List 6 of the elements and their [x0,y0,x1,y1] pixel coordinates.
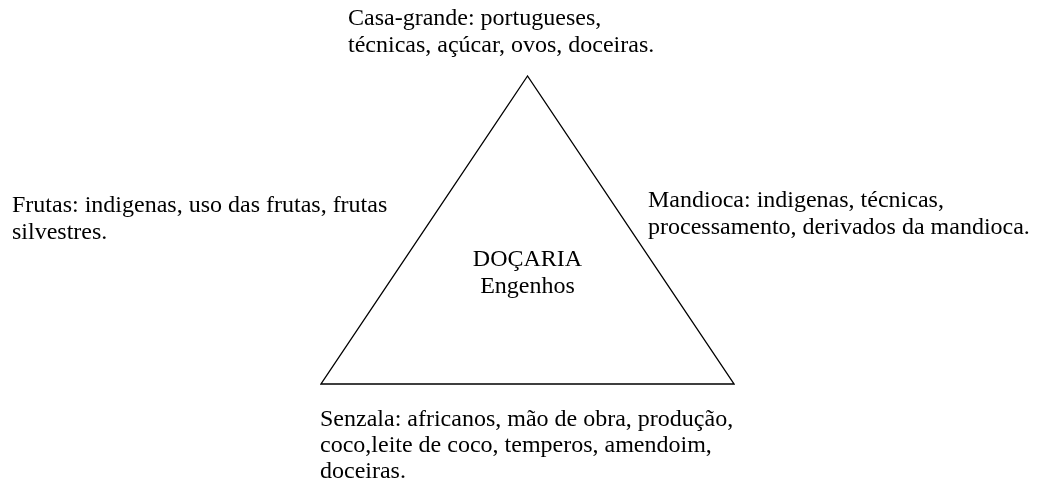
vertex-note: Casa-grande: portugueses, técnicas, açúcar, ovos, doceiras. [348,4,656,58]
vertex-note: Senzala: africanos, mão de obra, produção, coco,leite de coco, temperos, amendoim, doceiras. [320,405,735,483]
vertex-note: Mandioca: indigenas, técnicas, processamento, derivados da mandioca. [648,186,1031,240]
node-sublabel: Engenhos [480,272,575,299]
node-label: DOÇARIA [472,245,583,272]
vertex-note: Frutas: indigenas, uso das frutas, frutas silvestres. [12,191,389,245]
